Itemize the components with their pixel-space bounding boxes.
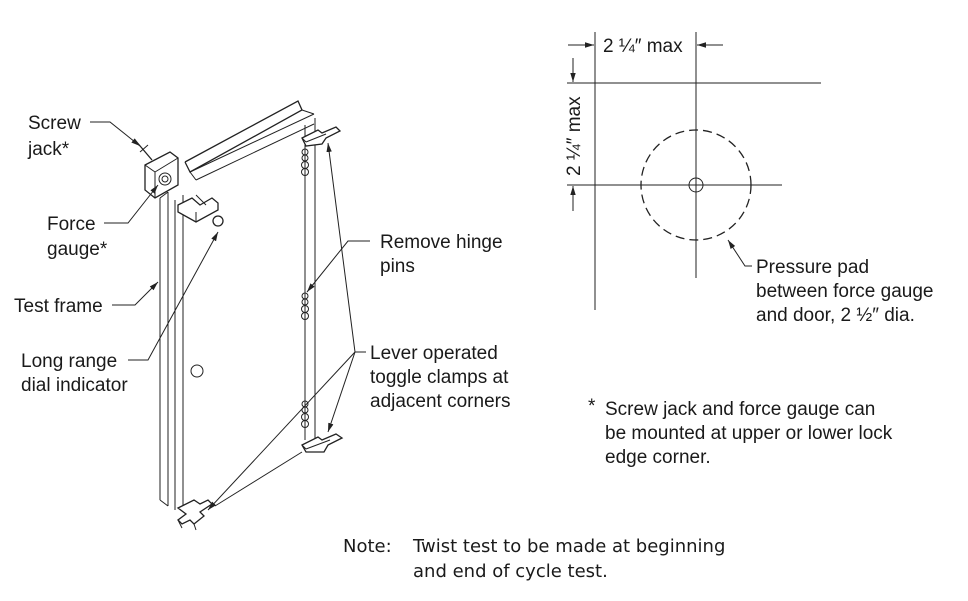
footnote-line-1: Screw jack and force gauge can — [605, 399, 875, 420]
pressure-pad-label-2: between force gauge — [756, 281, 933, 302]
callout-screw-jack-1: Screw — [28, 113, 81, 134]
leader-lines — [90, 121, 370, 511]
dimension-vertical: 2 ¼″ max — [564, 96, 585, 176]
callouts: Screw jack* Force gauge* Test frame Long… — [14, 113, 510, 412]
dial-indicator-knob — [190, 364, 204, 378]
note: Note: Twist test to be made at beginning… — [343, 536, 725, 582]
callout-toggle-clamps-3: adjacent corners — [370, 391, 510, 412]
callout-force-gauge-2: gauge* — [47, 239, 108, 260]
footnote-line-3: edge corner. — [605, 447, 711, 468]
note-label: Note: — [343, 536, 392, 557]
pressure-pad-label-1: Pressure pad — [756, 257, 869, 278]
hinge-pins-bottom — [301, 400, 309, 428]
callout-hinge-pins-2: pins — [380, 256, 415, 277]
hinge-pins-top — [301, 148, 309, 176]
screw-jack — [134, 139, 179, 199]
pressure-pad-detail: 2 ¼″ max 2 ¼″ max Pressure pad between f… — [564, 32, 933, 326]
door-hinge-edge — [304, 118, 316, 440]
note-line-1: Twist test to be made at beginning — [412, 536, 725, 557]
callout-force-gauge-1: Force — [47, 214, 96, 235]
callout-screw-jack-2: jack* — [27, 139, 70, 160]
callout-toggle-clamps-2: toggle clamps at — [370, 367, 509, 388]
dimension-horizontal: 2 ¼″ max — [603, 36, 683, 57]
callout-test-frame: Test frame — [14, 296, 103, 317]
callout-dial-indicator-2: dial indicator — [21, 375, 128, 396]
footnote-marker: * — [588, 396, 596, 417]
pressure-pad-label-3: and door, 2 ½″ dia. — [756, 305, 915, 326]
hinge-pins-middle — [301, 292, 309, 320]
top-header-angle — [184, 100, 315, 181]
callout-toggle-clamps-1: Lever operated — [370, 343, 498, 364]
pressure-pad-circle — [640, 129, 752, 241]
test-frame — [159, 191, 184, 510]
footnote: * Screw jack and force gauge can be moun… — [588, 396, 893, 468]
callout-dial-indicator-1: Long range — [21, 351, 117, 372]
center-point — [688, 177, 704, 193]
toggle-clamp-lower-right — [301, 433, 344, 453]
note-line-2: and end of cycle test. — [413, 561, 608, 582]
force-gauge — [177, 194, 224, 227]
door-assembly-drawing — [134, 100, 344, 531]
toggle-clamp-bottom-left — [176, 499, 214, 531]
callout-hinge-pins-1: Remove hinge — [380, 232, 503, 253]
footnote-line-2: be mounted at upper or lower lock — [605, 423, 893, 444]
toggle-clamp-top — [301, 126, 342, 147]
